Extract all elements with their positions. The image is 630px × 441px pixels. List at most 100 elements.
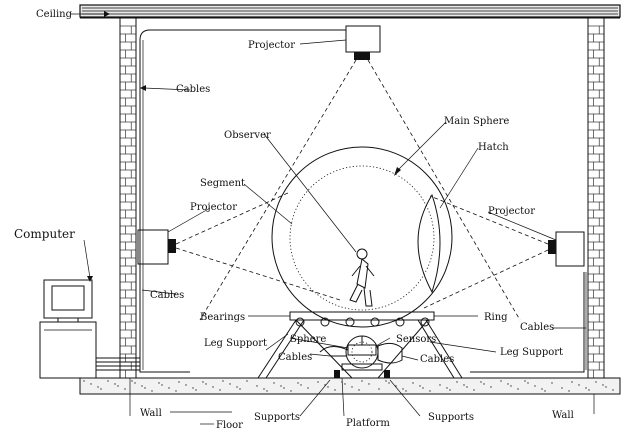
floor-speckle xyxy=(178,381,180,383)
floor-speckle xyxy=(229,383,231,385)
leg-supports xyxy=(257,319,463,379)
label-leg-support-right: Leg Support xyxy=(500,347,563,358)
label-projector-right: Projector xyxy=(488,206,535,217)
label-sensors: Sensors xyxy=(396,334,436,345)
label-cables-mid-right: Cables xyxy=(420,354,454,365)
floor-speckle xyxy=(351,386,353,388)
label-supports-right: Supports xyxy=(428,412,474,423)
floor-speckle xyxy=(541,388,543,390)
bearing-ball xyxy=(345,317,355,327)
floor-speckle xyxy=(480,381,482,383)
floor-speckle xyxy=(212,386,214,388)
floor-speckle xyxy=(317,381,319,383)
floor-speckle xyxy=(202,381,204,383)
floor-speckle xyxy=(307,387,309,389)
floor-speckle xyxy=(273,382,275,384)
floor-speckle xyxy=(524,380,526,382)
floor-speckle xyxy=(378,388,380,390)
floor-speckle xyxy=(483,383,485,385)
floor-speckle xyxy=(168,387,170,389)
floor-speckle xyxy=(473,389,475,391)
label-computer: Computer xyxy=(14,227,75,241)
computer-icon xyxy=(39,279,97,379)
label-main-sphere: Main Sphere xyxy=(444,116,509,127)
floor-structure xyxy=(79,377,621,395)
label-ceiling: Ceiling xyxy=(36,9,73,20)
floor-speckle xyxy=(571,381,573,383)
floor-speckle xyxy=(551,382,553,384)
projector-top xyxy=(199,25,521,321)
floor-speckle xyxy=(585,387,587,389)
floor-speckle xyxy=(158,382,160,384)
floor-speckle xyxy=(175,390,177,392)
floor-speckle xyxy=(327,386,329,388)
main-sphere xyxy=(271,146,453,328)
floor-speckle xyxy=(361,380,363,382)
floor-speckle xyxy=(195,389,197,391)
label-group: Ceiling Projector Cables Main Sphere Obs… xyxy=(14,9,574,431)
floor-speckle xyxy=(517,388,519,390)
label-platform: Platform xyxy=(346,418,390,429)
floor-speckle xyxy=(405,390,407,392)
cables-left-wall xyxy=(96,29,346,373)
floor-speckle xyxy=(300,384,302,386)
label-cables-mid-left: Cables xyxy=(278,352,312,363)
floor-speckle xyxy=(368,383,370,385)
floor-speckle xyxy=(568,390,570,392)
floor-speckle xyxy=(588,389,590,391)
floor-speckle xyxy=(144,387,146,389)
ceiling xyxy=(79,4,621,19)
floor-speckle xyxy=(185,384,187,386)
bearing-ball xyxy=(420,317,430,327)
floor-speckle xyxy=(490,386,492,388)
floor-speckle xyxy=(605,386,607,388)
label-floor: Floor xyxy=(216,420,243,431)
label-supports-left: Supports xyxy=(254,412,300,423)
floor-speckle xyxy=(344,383,346,385)
label-wall-left: Wall xyxy=(140,408,162,419)
label-sphere: Sphere xyxy=(290,334,326,345)
floor-speckle xyxy=(429,390,431,392)
label-ring: Ring xyxy=(484,312,508,323)
floor-speckle xyxy=(297,382,299,384)
floor-speckle xyxy=(612,389,614,391)
floor-speckle xyxy=(256,385,258,387)
floor-speckle xyxy=(236,386,238,388)
floor-speckle xyxy=(534,385,536,387)
label-projector-left: Projector xyxy=(190,202,237,213)
wall-left-structure xyxy=(119,17,137,379)
floor-speckle xyxy=(205,383,207,385)
bearing-ball xyxy=(370,317,380,327)
label-cables-right: Cables xyxy=(520,322,554,333)
floor-speckle xyxy=(578,384,580,386)
floor-speckle xyxy=(222,380,224,382)
floor-speckle xyxy=(412,382,414,384)
floor-speckle xyxy=(388,382,390,384)
wall-right-structure xyxy=(587,17,605,379)
floor-speckle xyxy=(134,382,136,384)
label-cables-left: Cables xyxy=(150,290,184,301)
floor-speckle xyxy=(114,383,116,385)
floor-speckle xyxy=(97,386,99,388)
floor-speckle xyxy=(334,389,336,391)
label-leg-support-left: Leg Support xyxy=(204,338,267,349)
floor-speckle xyxy=(266,390,268,392)
floor-speckle xyxy=(83,380,85,382)
projector-right xyxy=(423,195,585,309)
leaders xyxy=(70,11,595,425)
label-hatch: Hatch xyxy=(478,142,509,153)
floor-speckle xyxy=(602,384,604,386)
floor-speckle xyxy=(463,384,465,386)
label-observer: Observer xyxy=(224,130,271,141)
floor-speckle xyxy=(466,386,468,388)
floor-speckle xyxy=(192,387,194,389)
observer-figure-icon xyxy=(349,248,375,307)
floor-speckle xyxy=(561,387,563,389)
floor-speckle xyxy=(141,385,143,387)
cables-right-wall xyxy=(470,272,587,373)
bearing-ball xyxy=(395,317,405,327)
floor-speckle xyxy=(280,385,282,387)
floor-speckle xyxy=(290,390,292,392)
